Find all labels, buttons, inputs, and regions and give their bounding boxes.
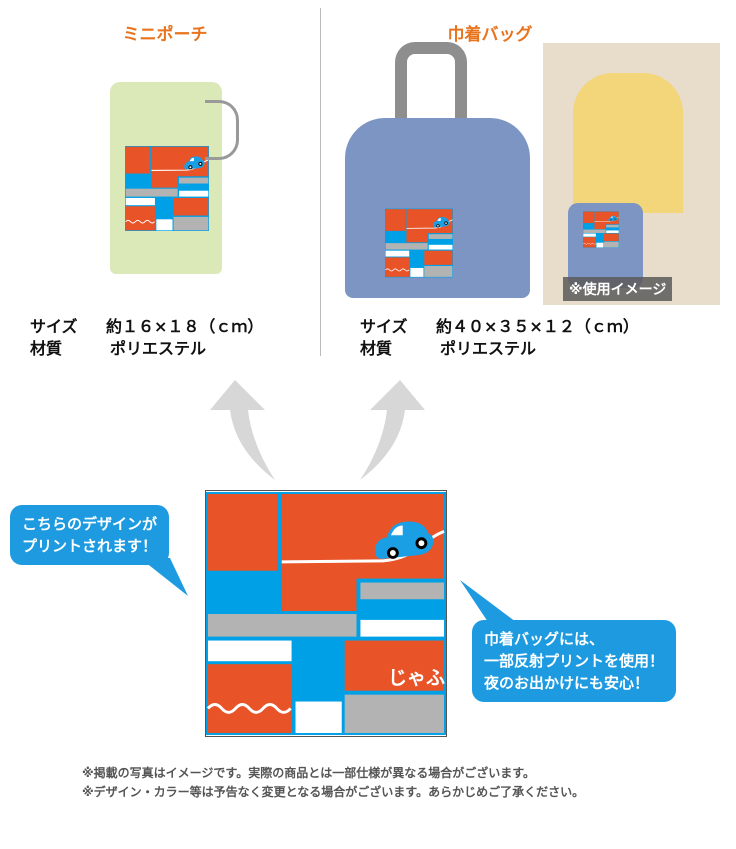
bubble-text: 巾着バッグには、 <box>484 630 605 648</box>
usage-photo: ※使用イメージ <box>543 43 720 305</box>
arrow-left-icon <box>210 380 275 480</box>
photo-print <box>583 211 619 248</box>
drawstring-bag-image <box>345 118 530 298</box>
drawstring-bag-title: 巾着バッグ <box>447 25 533 45</box>
mini-pouch-specs: サイズ 約１６×１８（ｃｍ） 材質 ポリエステル <box>30 316 263 360</box>
design-print <box>205 490 447 737</box>
material-value: ポリエステル <box>110 339 207 358</box>
mini-pouch-image <box>110 82 222 274</box>
mini-pouch-title: ミニポーチ <box>122 25 208 45</box>
pouch-print <box>125 146 209 231</box>
left-bubble-tail <box>140 558 188 596</box>
left-speech-bubble: こちらのデザインが プリントされます！ <box>10 505 170 565</box>
size-label: サイズ <box>30 317 78 336</box>
bubble-text: 夜のお出かけにも安心！ <box>484 674 650 692</box>
material-value: ポリエステル <box>440 339 537 358</box>
design-name-text: じゃふ <box>388 667 446 689</box>
material-label: 材質 <box>30 339 63 358</box>
bubble-text: こちらのデザインが <box>22 515 158 533</box>
pouch-cord <box>205 100 239 160</box>
disclaimer-note: ※掲載の写真はイメージです。実際の商品とは一部仕様が異なる場合がございます。 <box>82 766 536 780</box>
bubble-text: 一部反射プリントを使用！ <box>484 652 665 670</box>
drawstring-bag-specs: サイズ 約４０×３５×１２（ｃｍ） 材質 ポリエステル <box>360 316 639 360</box>
bag-in-photo <box>568 203 643 288</box>
person-shirt <box>573 73 683 213</box>
size-value: 約１６×１８（ｃｍ） <box>106 317 264 336</box>
disclaimer-note: ※デザイン・カラー等は予告なく変更となる場合がございます。あらかじめご了承くださ… <box>82 785 585 799</box>
right-speech-bubble: 巾着バッグには、 一部反射プリントを使用！ 夜のお出かけにも安心！ <box>472 620 677 702</box>
arrows <box>210 380 425 480</box>
size-value: 約４０×３５×１２（ｃｍ） <box>436 317 639 336</box>
right-bubble-tail <box>460 580 520 625</box>
divider <box>320 8 321 356</box>
size-label: サイズ <box>360 317 408 336</box>
material-label: 材質 <box>360 339 393 358</box>
bag-print <box>385 208 453 278</box>
bag-handle <box>395 42 467 122</box>
bubble-text: プリントされます！ <box>22 537 158 555</box>
photo-caption: ※使用イメージ <box>563 277 673 301</box>
arrow-right-icon <box>360 380 425 480</box>
